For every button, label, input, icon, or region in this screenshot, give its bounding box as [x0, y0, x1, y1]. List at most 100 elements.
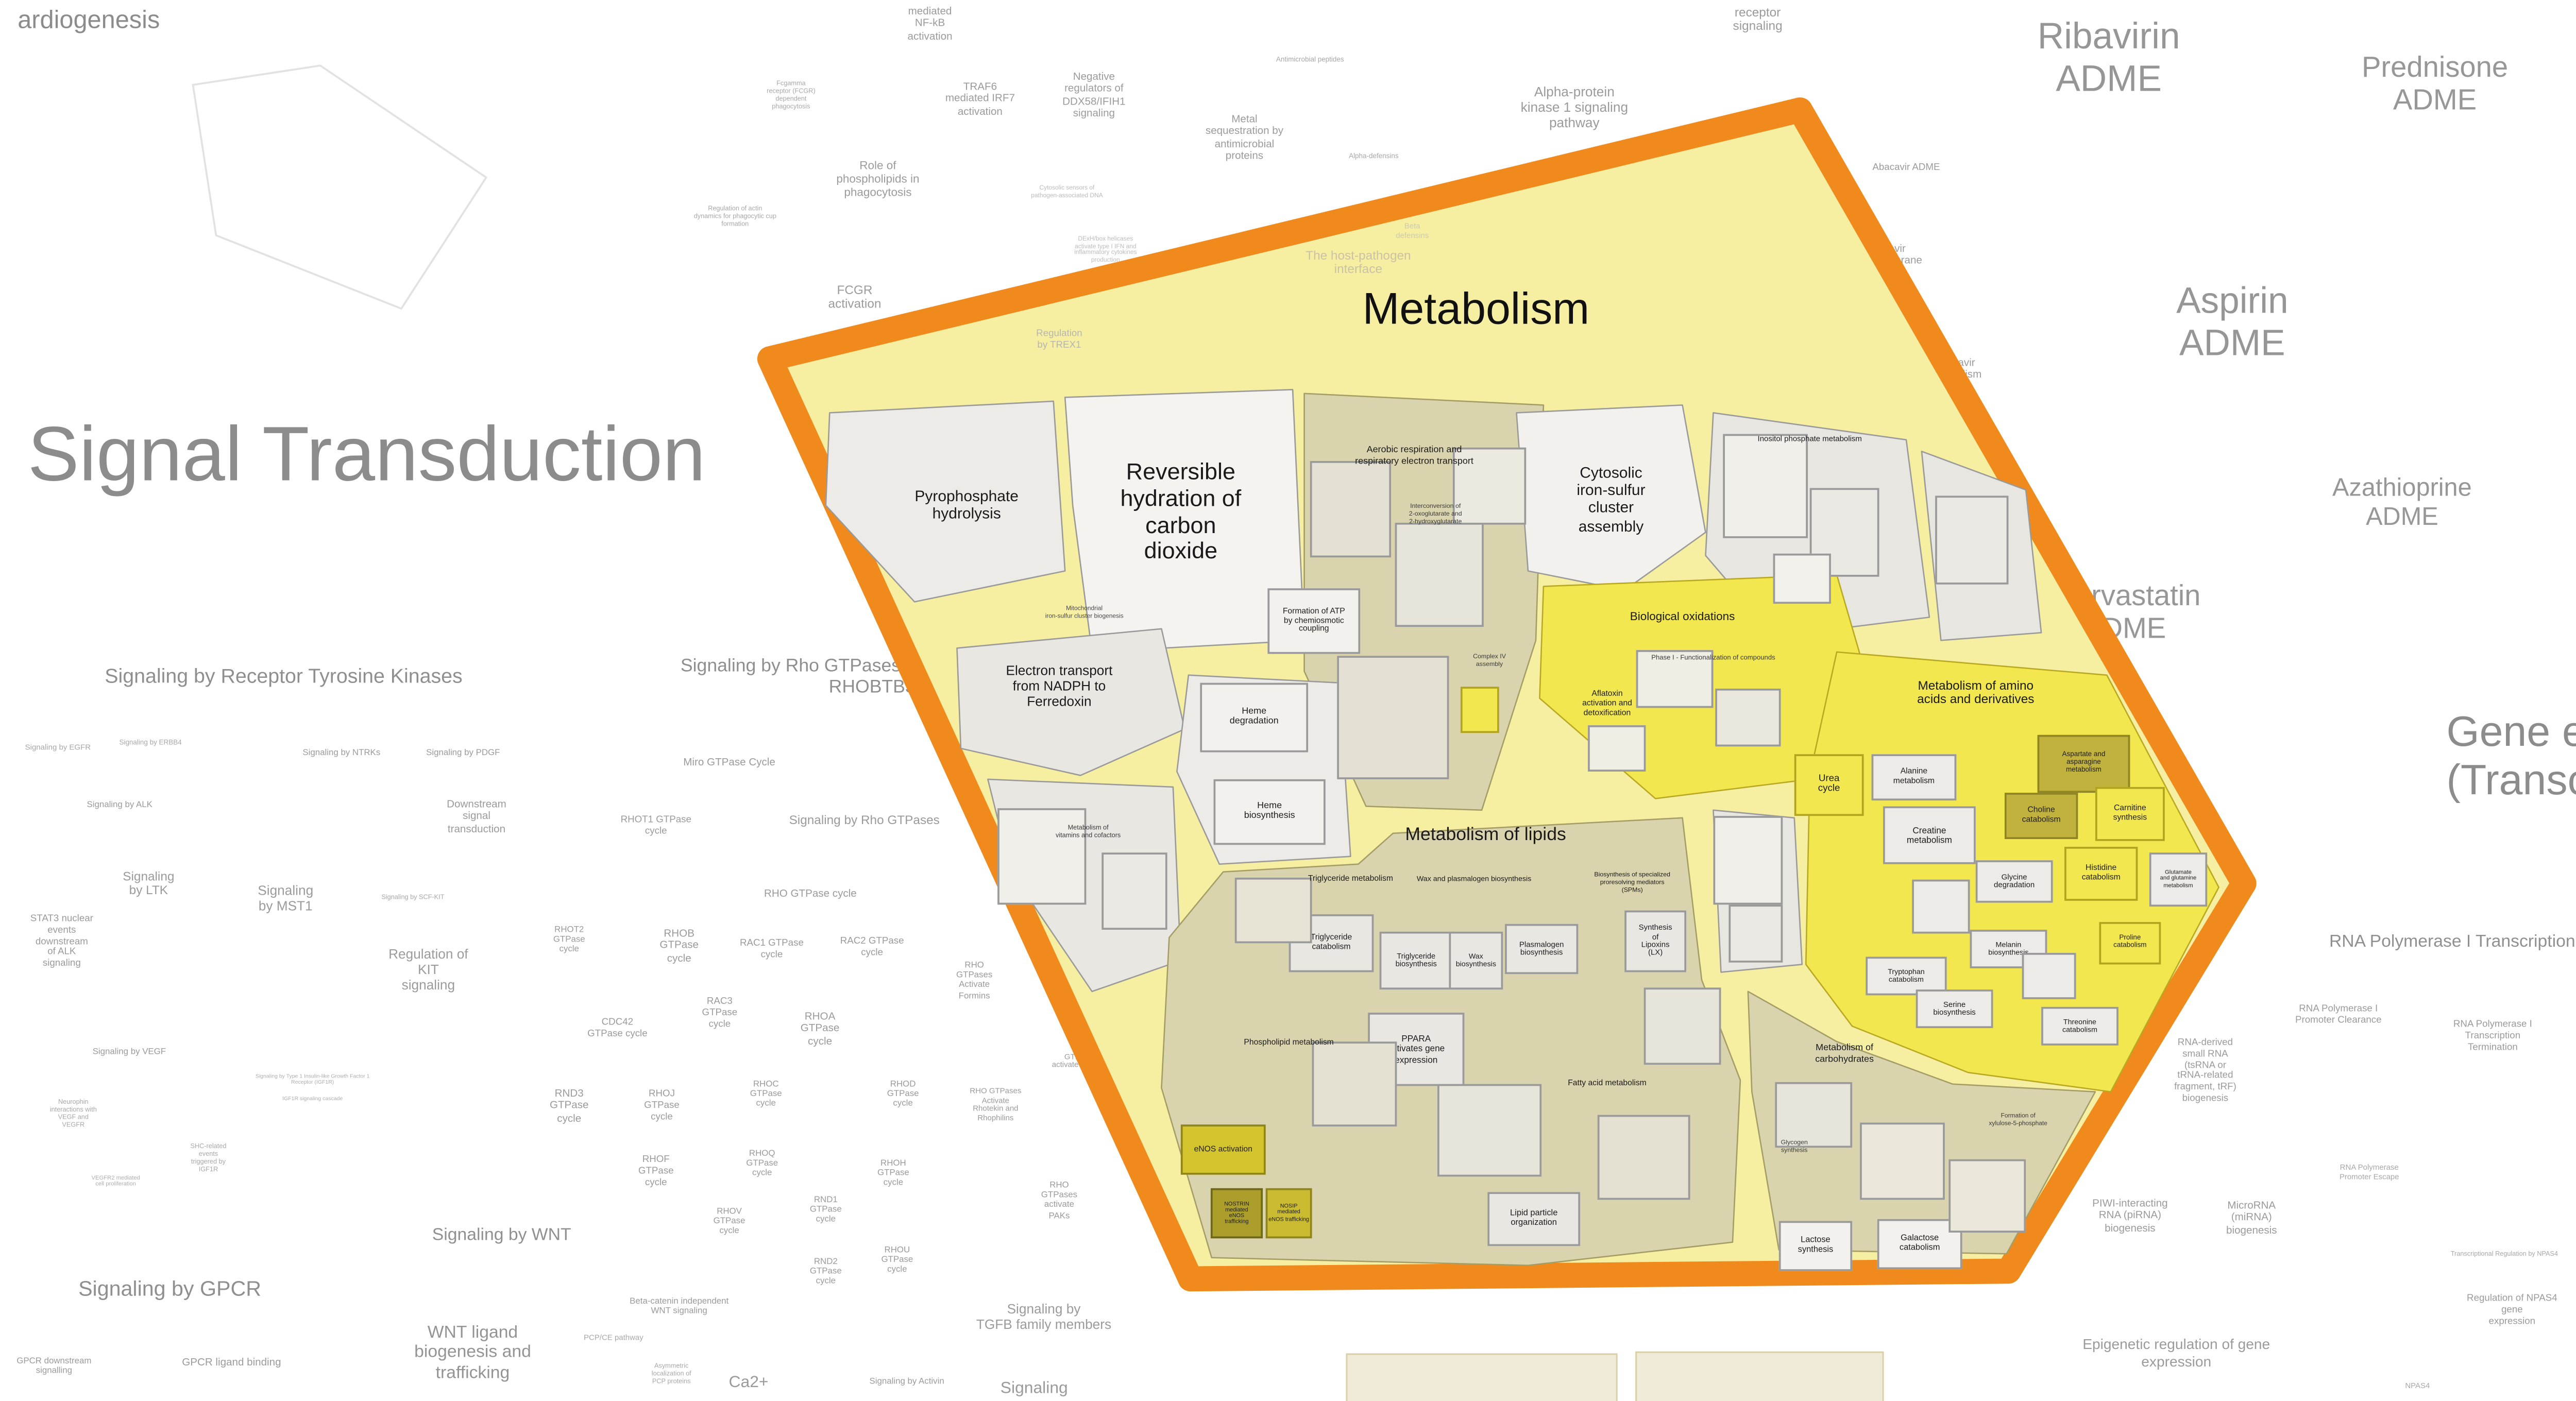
pathway-rhoa-gtpase-cycle[interactable]: RHOA GTPase cycle — [800, 1012, 840, 1048]
cell-histidine-catabolism[interactable]: Histidine catabolism — [2064, 847, 2138, 901]
cell-threonine-catabolism[interactable]: Threonine catabolism — [2041, 1006, 2119, 1046]
pathway-rho-gtpases-activate-paks[interactable]: RHO GTPases activate PAKs — [1041, 1180, 1078, 1220]
pathway-signaling-tgfb-family[interactable]: Signaling by TGFB family members — [976, 1304, 1112, 1333]
pathway-piwi-rna-biogenesis[interactable]: PIWI-interacting RNA (piRNA) biogenesis — [2092, 1199, 2168, 1235]
pathway-beta-catenin-independent-wnt[interactable]: Beta-catenin independent WNT signaling — [630, 1295, 729, 1316]
pathway-gpcr-ligand-binding[interactable]: GPCR ligand binding — [182, 1357, 281, 1370]
pathway-rnd2-gtpase-cycle[interactable]: RND2 GTPase cycle — [809, 1256, 842, 1286]
pathway-rhob-gtpase-cycle[interactable]: RHOB GTPase cycle — [659, 929, 699, 965]
pathway-regulation-of-kit-signaling[interactable]: Regulation of KIT signaling — [388, 949, 468, 994]
pathway-role-of-phospholipids-phagocytosis[interactable]: Role of phospholipids in phagocytosis — [836, 161, 920, 200]
pathway-fcgr-activation[interactable]: FCGR activation — [828, 284, 882, 313]
faint-host-pathogen-interface[interactable]: The host-pathogen interface — [1306, 250, 1411, 278]
pathway-signaling-by-mst1[interactable]: Signaling by MST1 — [258, 885, 314, 915]
label-spms[interactable]: Biosynthesis of specialized proresolving… — [1594, 870, 1670, 893]
pathway-fcgamma-dependent-phagocytosis[interactable]: Fcgamma receptor (FCGR) dependent phagoc… — [767, 79, 816, 110]
label-triglyceride-metabolism[interactable]: Triglyceride metabolism — [1308, 873, 1393, 883]
pathway-downstream-signal-transduction[interactable]: Downstream signal transduction — [447, 799, 506, 836]
pathway-signaling-by-scf-kit[interactable]: Signaling by SCF-KIT — [381, 893, 445, 901]
pathway-rnapol-i-termination[interactable]: RNA Polymerase I Transcription Terminati… — [2453, 1019, 2532, 1053]
pathway-pcp-ce-pathway[interactable]: PCP/CE pathway — [584, 1332, 643, 1342]
label-glycogen-synthesis[interactable]: Glycogen synthesis — [1781, 1138, 1808, 1154]
label-metabolism-of-lipids[interactable]: Metabolism of lipids — [1405, 825, 1566, 846]
pathway-stat3-nuclear-events[interactable]: STAT3 nuclear events downstream of ALK s… — [30, 913, 93, 970]
pathway-rna-polymerase-i-transcription[interactable]: RNA Polymerase I Transcription — [2329, 931, 2575, 951]
pathway-rna-derived-small-rna[interactable]: RNA-derived small RNA (tsRNA or tRNA-rel… — [2174, 1037, 2236, 1104]
label-aflatoxin[interactable]: Aflatoxin activation and detoxification — [1582, 688, 1632, 716]
cell-lactose-synthesis[interactable]: Lactose synthesis — [1778, 1221, 1853, 1271]
pathway-alpha-protein-kinase-1[interactable]: Alpha-protein kinase 1 signaling pathway — [1520, 87, 1629, 131]
pathway-gene-expression-transcription[interactable]: Gene expression (Transcription) — [2446, 707, 2576, 805]
pathway-cdc42-gtpase-cycle[interactable]: CDC42 GTPase cycle — [587, 1017, 648, 1040]
label-reversible-hydration[interactable]: Reversible hydration of carbon dioxide — [1120, 458, 1242, 565]
pathway-rnapol-promoter-escape[interactable]: RNA Polymerase Promoter Escape — [2339, 1161, 2399, 1181]
pathway-rho-gtpases-activate-iqgaps[interactable]: RHO GTPases activate IQGAPs — [1052, 1041, 1109, 1069]
pathway-azathioprine-adme[interactable]: Azathioprine ADME — [2332, 472, 2472, 531]
cell-triglyceride-biosynthesis[interactable]: Triglyceride biosynthesis — [1379, 931, 1453, 990]
label-electron-transport-nadph[interactable]: Electron transport from NADPH to Ferredo… — [1006, 665, 1113, 710]
pathway-antimicrobial-peptides[interactable]: Antimicrobial peptides — [1276, 56, 1344, 64]
pathway-rhov-gtpase-cycle[interactable]: RHOV GTPase cycle — [713, 1206, 745, 1236]
pathway-signaling-by-ltk[interactable]: Signaling by LTK — [123, 870, 175, 899]
pathway-asymmetric-localization-pcp[interactable]: Asymmetric localization of PCP proteins — [651, 1362, 691, 1385]
label-cytosolic-iron-sulfur[interactable]: Cytosolic iron-sulfur cluster assembly — [1577, 464, 1646, 535]
pathway-igf1r-cascade[interactable]: IGF1R signaling cascade — [282, 1094, 343, 1102]
pathway-rhou-gtpase-cycle[interactable]: RHOU GTPase cycle — [881, 1244, 913, 1274]
pathway-epigenetic-regulation[interactable]: Epigenetic regulation of gene expression — [2082, 1335, 2270, 1370]
cell-plasmalogen-biosynthesis[interactable]: Plasmalogen biosynthesis — [1505, 924, 1579, 975]
cell-alanine-metabolism[interactable]: Alanine metabolism — [1871, 754, 1957, 801]
cell-proline-catabolism[interactable]: Proline catabolism — [2099, 922, 2161, 965]
faint-dexh-helicases[interactable]: DExH/box helicases activate type I IFN a… — [1074, 234, 1137, 264]
pathway-aspirin-adme[interactable]: Aspirin ADME — [2176, 282, 2289, 365]
pathway-ca2-pathway[interactable]: Ca2+ — [728, 1372, 769, 1391]
pathway-regulation-actin-phagocytic-cup[interactable]: Regulation of actin dynamics for phagocy… — [693, 204, 776, 228]
pathway-abacavir-adme[interactable]: Abacavir ADME — [1872, 162, 1940, 174]
pathway-vegfr2-cell-proliferation[interactable]: VEGFR2 mediated cell proliferation — [91, 1174, 140, 1188]
cell-formation-atp-chemiosmotic[interactable]: Formation of ATP by chemiosmotic couplin… — [1267, 588, 1361, 654]
cell-enos-activation[interactable]: eNOS activation — [1180, 1124, 1266, 1175]
label-mitochondrial-iron-sulfur[interactable]: Mitochondrial iron-sulfur cluster biogen… — [1045, 604, 1124, 620]
pathway-rnapol-i-promoter-clearance[interactable]: RNA Polymerase I Promoter Clearance — [2295, 1003, 2382, 1027]
cell-choline-catabolism[interactable]: Choline catabolism — [2004, 793, 2078, 840]
cell-heme-degradation[interactable]: Heme degradation — [1200, 682, 1309, 753]
pathway-signaling-receptor-tyrosine-kinases[interactable]: Signaling by Receptor Tyrosine Kinases — [105, 665, 463, 689]
pathway-signaling-fragment[interactable]: Signaling — [1000, 1377, 1068, 1397]
pathway-gpcr-downstream-signalling[interactable]: GPCR downstream signalling — [16, 1356, 92, 1376]
label-wax-plasmalogen[interactable]: Wax and plasmalogen biosynthesis — [1416, 875, 1532, 883]
pathway-miro-gtpase-cycle[interactable]: Miro GTPase Cycle — [683, 758, 775, 770]
cell-glycine-degradation[interactable]: Glycine degradation — [1975, 860, 2053, 903]
metabolism-title[interactable]: Metabolism — [1362, 283, 1590, 334]
pathway-signaling-by-gpcr[interactable]: Signaling by GPCR — [78, 1278, 262, 1302]
pathway-rhot1-gtpase-cycle[interactable]: RHOT1 GTPase cycle — [620, 814, 691, 838]
label-biological-oxidations[interactable]: Biological oxidations — [1630, 612, 1735, 624]
pathway-signaling-by-rho-gtpases[interactable]: Signaling by Rho GTPases — [789, 814, 940, 828]
pathway-atorvastatin-adme[interactable]: Atorvastatin ADME — [2047, 580, 2201, 646]
label-phase-i-functionalization[interactable]: Phase I - Functionalization of compounds — [1651, 654, 1775, 662]
pathway-shc-events-igf1r[interactable]: SHC-related events triggered by IGF1R — [190, 1142, 227, 1173]
pathway-ribavirin-adme[interactable]: Ribavirin ADME — [2037, 18, 2180, 100]
pathway-rhoq-gtpase-cycle[interactable]: RHOQ GTPase cycle — [746, 1148, 778, 1178]
faint-cytosolic-dna-sensors[interactable]: Cytosolic sensors of pathogen-associated… — [1031, 183, 1103, 199]
pathway-rhoc-gtpase-cycle[interactable]: RHOC GTPase cycle — [750, 1079, 782, 1108]
label-vitamins-cofactors[interactable]: Metabolism of vitamins and cofactors — [1055, 824, 1121, 840]
pathway-receptor-signaling-fragment[interactable]: receptor signaling — [1733, 7, 1783, 35]
pathway-wnt-ligand-biogenesis[interactable]: WNT ligand biogenesis and trafficking — [414, 1322, 531, 1381]
pathway-mirna-biogenesis[interactable]: MicroRNA (miRNA) biogenesis — [2226, 1201, 2277, 1237]
cell-aspartate-asparagine[interactable]: Aspartate and asparagine metabolism — [2037, 734, 2130, 793]
label-phospholipid-metabolism[interactable]: Phospholipid metabolism — [1244, 1037, 1334, 1047]
pathway-negative-regulators-ddx58[interactable]: Negative regulators of DDX58/IFIH1 signa… — [1062, 72, 1126, 121]
pathway-regulation-npas4-gene[interactable]: Regulation of NPAS4 gene expression — [2467, 1293, 2557, 1327]
pathway-metal-sequestration[interactable]: Metal sequestration by antimicrobial pro… — [1205, 114, 1284, 163]
pathway-abacavir-metabolism[interactable]: Abacavir metabolism — [1927, 358, 1982, 382]
pathway-neurophin-interactions[interactable]: Neurophin interactions with VEGF and VEG… — [49, 1098, 97, 1129]
pathway-signaling-by-alk[interactable]: Signaling by ALK — [87, 799, 152, 809]
pathway-mediated-nfkb-activation[interactable]: mediated NF-kB activation — [907, 7, 953, 43]
pathway-rac1-gtpase-cycle[interactable]: RAC1 GTPase cycle — [740, 937, 804, 961]
label-interconversion-oxoglutarate[interactable]: Interconversion of 2-oxoglutarate and 2-… — [1409, 502, 1462, 525]
pathway-rnd3-gtpase-cycle[interactable]: RND3 GTPase cycle — [549, 1089, 589, 1125]
pathway-cardiogenesis[interactable]: ardiogenesis — [18, 5, 160, 34]
pathway-traf6-mediated-irf7-activation[interactable]: TRAF6 mediated IRF7 activation — [945, 82, 1015, 118]
pathway-signaling-by-wnt[interactable]: Signaling by WNT — [432, 1224, 571, 1244]
label-amino-acids-title[interactable]: Metabolism of amino acids and derivative… — [1917, 680, 2035, 708]
